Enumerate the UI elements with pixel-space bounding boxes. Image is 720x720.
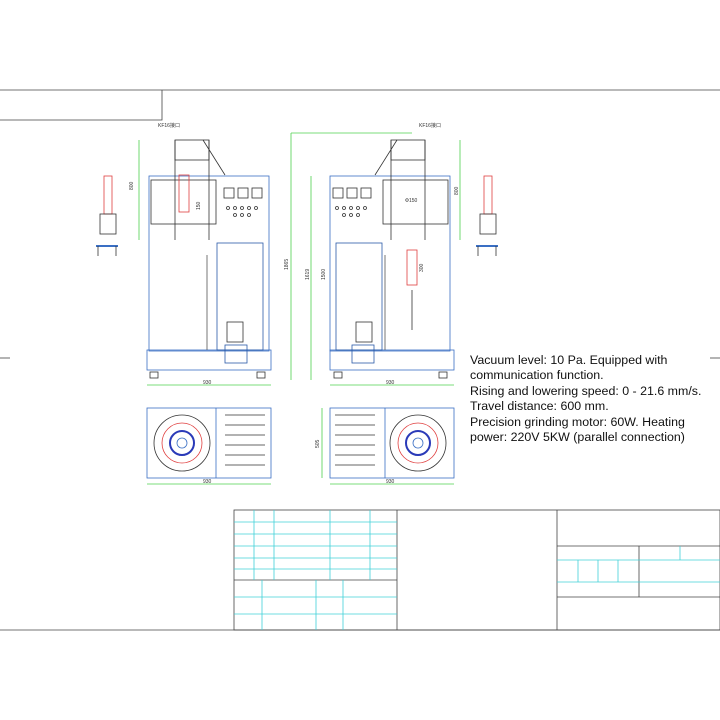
heater-detail-left — [96, 175, 118, 256]
side-width-label: 930 — [386, 380, 395, 386]
spec-line: power: 220V 5KW (parallel connection) — [470, 430, 685, 445]
travel-label: 300 — [419, 263, 425, 272]
spec-line: Rising and lowering speed: 0 - 21.6 mm/s… — [470, 383, 702, 398]
front-view — [138, 139, 272, 386]
front-width-label: 930 — [203, 380, 212, 386]
top-depth-label: 505 — [315, 439, 321, 448]
top-width-right-label: 930 — [386, 479, 395, 485]
spec-line: communication function. — [470, 368, 604, 383]
top-width-left-label: 930 — [203, 479, 212, 485]
title-block — [233, 509, 720, 631]
spec-line: Precision grinding motor: 60W. Heating — [470, 414, 685, 429]
spec-line: Vacuum level: 10 Pa. Equipped with — [470, 353, 668, 367]
frame-height-label: 1500 — [321, 269, 327, 280]
spec-line: Travel distance: 600 mm. — [470, 399, 609, 414]
specifications-text: Vacuum level: 10 Pa. Equipped with commu… — [470, 353, 720, 445]
side-view — [290, 132, 461, 386]
chamber-diameter-label: Φ150 — [405, 198, 418, 204]
top-view-left — [146, 407, 272, 485]
chamber-height-label: 800 — [129, 181, 135, 190]
overall-height-label: 1865 — [284, 259, 290, 270]
heater-detail-right — [476, 175, 498, 256]
heater-length-label: 150 — [196, 201, 202, 210]
top-view-right — [321, 407, 455, 485]
inlet-label-right: KF16接口 — [419, 122, 441, 129]
chamber-height-right-label: 800 — [454, 186, 460, 195]
cabinet-height-label: 1619 — [305, 269, 311, 280]
inlet-label-left: KF16接口 — [158, 122, 180, 129]
